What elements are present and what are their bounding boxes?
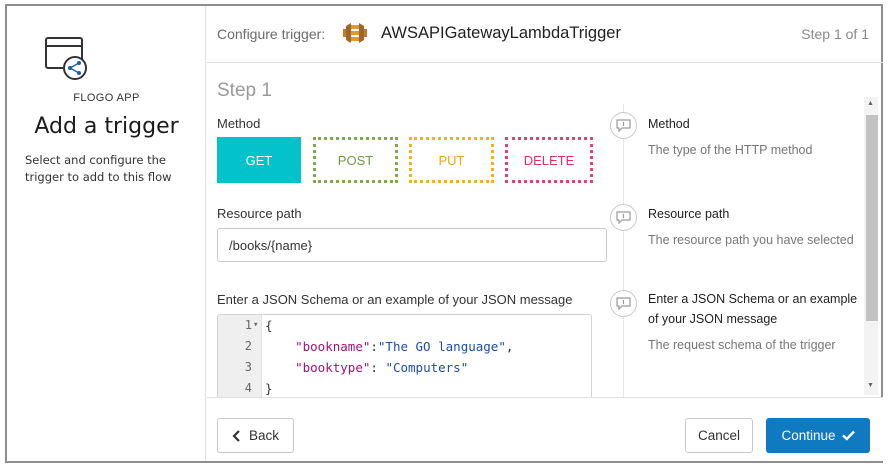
help-title-schema: Enter a JSON Schema or an example of you… xyxy=(648,292,858,326)
resource-path-label: Resource path xyxy=(217,206,302,221)
dialog-header: Configure trigger: AWSAPIGatewayLambdaTr… xyxy=(207,6,883,63)
fold-arrow-icon[interactable]: ▾ xyxy=(253,320,259,330)
code-text: "booktype": "Computers" xyxy=(265,357,468,378)
line-number: 2 xyxy=(244,339,252,353)
back-button[interactable]: Back xyxy=(217,418,294,453)
json-schema-editor[interactable]: 1 ▾ { 2 "bookname":"The GO language", 3 … xyxy=(217,314,592,397)
dialog: FLOGO APP Add a trigger Select and confi… xyxy=(5,4,883,463)
trigger-name: AWSAPIGatewayLambdaTrigger xyxy=(381,24,621,42)
method-delete-button[interactable]: DELETE xyxy=(505,137,593,183)
method-label: Method xyxy=(217,116,261,131)
code-text: "bookname":"The GO language", xyxy=(265,336,513,357)
panel-description: Select and configure the trigger to add … xyxy=(25,153,172,184)
help-desc-resource-path: The resource path you have selected xyxy=(648,233,854,247)
left-panel: FLOGO APP Add a trigger Select and confi… xyxy=(7,6,206,461)
chevron-left-icon xyxy=(232,429,240,442)
info-comment-icon xyxy=(610,290,637,317)
help-title-resource-path: Resource path xyxy=(648,207,730,221)
continue-button-label: Continue xyxy=(781,428,836,443)
continue-button[interactable]: Continue xyxy=(766,418,870,453)
json-separator: : xyxy=(370,339,378,354)
line-number: 1 xyxy=(244,318,252,332)
editor-gutter xyxy=(218,315,262,397)
method-get-button[interactable]: GET xyxy=(217,137,301,183)
step-indicator: Step 1 of 1 xyxy=(801,26,869,42)
json-comma: , xyxy=(505,339,514,354)
method-put-button[interactable]: PUT xyxy=(409,137,494,183)
step-title: Step 1 xyxy=(217,80,272,101)
line-number: 4 xyxy=(244,381,252,395)
dialog-footer: Back Cancel Continue xyxy=(207,397,883,461)
configure-trigger-label: Configure trigger: xyxy=(217,26,326,42)
back-button-label: Back xyxy=(248,428,279,443)
info-comment-icon xyxy=(610,204,637,231)
json-separator: : xyxy=(370,360,386,375)
line-number: 3 xyxy=(244,360,252,374)
panel-title: Add a trigger xyxy=(34,114,179,139)
method-post-button[interactable]: POST xyxy=(313,137,398,183)
info-comment-icon xyxy=(610,112,637,139)
scrollbar-thumb[interactable] xyxy=(866,115,878,321)
resource-path-input[interactable] xyxy=(217,228,607,262)
scroll-down-arrow-icon[interactable]: ▼ xyxy=(867,382,874,389)
help-title-method: Method xyxy=(648,117,690,131)
code-line: 4 } xyxy=(218,378,591,397)
app-name: FLOGO APP xyxy=(73,92,140,104)
code-line: 1 ▾ { xyxy=(218,315,591,336)
checkmark-icon xyxy=(841,430,855,441)
flow-app-icon xyxy=(44,36,96,80)
code-line: 3 "booktype": "Computers" xyxy=(218,357,591,378)
json-value: "The GO language" xyxy=(377,339,506,354)
code-line: 2 "bookname":"The GO language", xyxy=(218,336,591,357)
json-key: "bookname" xyxy=(295,339,371,354)
json-key: "booktype" xyxy=(295,360,371,375)
cancel-button[interactable]: Cancel xyxy=(685,418,753,453)
json-value: "Computers" xyxy=(385,360,469,375)
code-text: } xyxy=(265,381,273,396)
scroll-up-arrow-icon[interactable]: ▲ xyxy=(867,100,874,107)
help-desc-method: The type of the HTTP method xyxy=(648,143,813,157)
help-timeline xyxy=(623,104,624,397)
help-desc-schema: The request schema of the trigger xyxy=(648,338,836,352)
step-content: Step 1 Method GET POST PUT DELETE Resour… xyxy=(207,64,883,397)
aws-lambda-icon xyxy=(342,20,368,46)
method-selector: GET POST PUT DELETE xyxy=(217,137,607,183)
schema-label: Enter a JSON Schema or an example of you… xyxy=(217,292,573,307)
code-text: { xyxy=(265,318,273,333)
